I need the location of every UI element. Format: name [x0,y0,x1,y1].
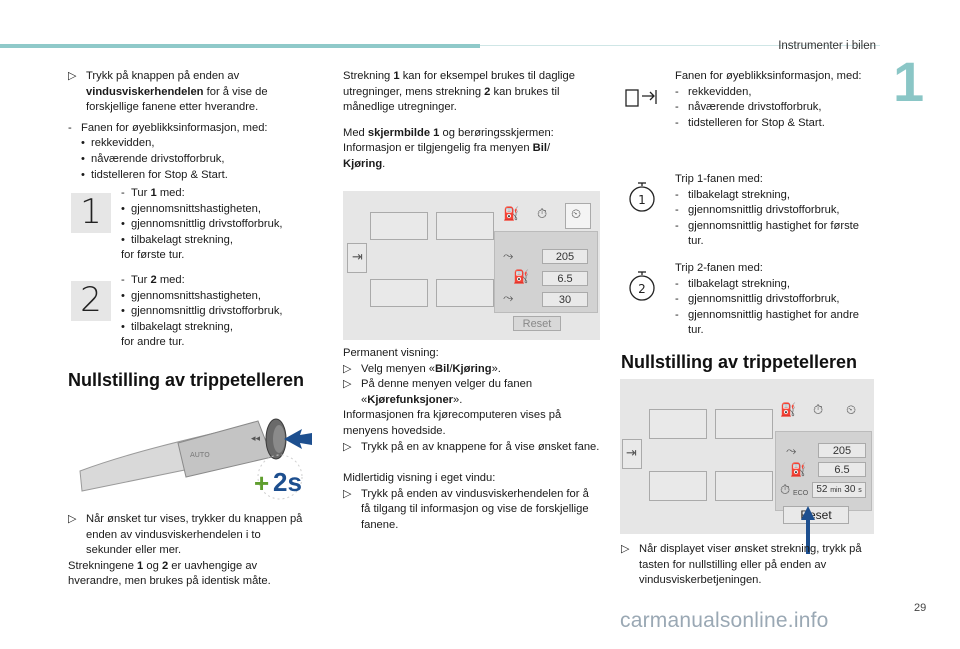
stop-start-icon: ⏱ [780,483,791,498]
trip2-tab-list: Trip 2-fanen med: -tilbakelagt strekning… [675,262,860,337]
stop-start-timer: 52 min 30 s [812,482,866,498]
screen-tile [436,279,494,307]
wiper-stalk-illustration: ◂◂ AUTO + 2s [68,403,320,503]
info-list: •rekkevidden, •nåværende drivstofforbruk… [81,137,228,181]
range-icon: ⤳ [786,444,797,459]
range-icon: ⤳ [503,249,514,264]
svg-text:2: 2 [638,282,646,296]
trip2-list: -Tur 2 med: •gjennomsnittshastigheten, •… [121,274,283,349]
exit-icon: ⇥ [626,446,637,461]
trip1-badge: 1 [71,193,111,233]
range-value: 205 [542,249,588,264]
section-heading: Nullstilling av trippetelleren [68,370,305,390]
fuel-icon: ⛽ [790,463,807,478]
bullet-icon: ▷ [68,513,77,525]
trip2-tab-icon: ⏲ [846,403,857,418]
trip1-tab-icon: ⏱ [537,207,548,222]
trip1-tab-list: Trip 1-fanen med: -tilbakelagt strekning… [675,173,860,248]
svg-text:1: 1 [638,193,646,207]
distance-value: 30 [542,292,588,307]
chapter-number: 1 [893,50,925,113]
eco-label: ECO [793,490,809,497]
reset-button[interactable]: Reset [783,506,849,524]
header-accent-bar [0,44,480,48]
duration-label: 2s [273,467,302,497]
dash-item: -Fanen for øyeblikksinformasjon, med: [68,121,268,134]
screen-tile [649,409,707,439]
svg-text:AUTO: AUTO [190,451,210,459]
watermark: carmanualsonline.info [620,609,829,632]
screen-tile [649,471,707,501]
col3-reset-text: ▷Når displayet viser ønsket strekning, t… [621,543,862,587]
fuel-icon: ⛽ [513,270,530,285]
car-icon: ⤳ [503,291,514,306]
col2-permanent: Permanent visning: ▷Velg menyen «Bil/Kjø… [343,347,600,531]
exit-icon: ⇥ [352,250,363,265]
screen-side-tab [622,439,642,469]
press-arrow-icon [284,429,312,449]
fuel-tab-icon: ⛽ [503,207,520,222]
trip2-tab-icon [565,203,591,229]
screen-tile [436,212,494,240]
screen-tile [715,471,773,501]
range-value: 205 [818,443,866,458]
section-heading: Nullstilling av trippetelleren [621,352,858,372]
screen-tile [370,212,428,240]
page-number: 29 [914,602,927,614]
trip1-icon: 1 [627,181,657,213]
consumption-value: 6.5 [542,271,588,286]
trip-computer-screen: ⇥ ⛽ ⏱ ⏲ ⤳ 205 ⛽ 6.5 ⤳ 30 Reset [343,191,600,340]
trip1-list: -Tur 1 med: •gjennomsnittshastigheten, •… [121,187,283,262]
screen-side-tab [347,243,367,273]
screen-tile [715,409,773,439]
instant-info-list: Fanen for øyeblikksinformasjon, med: -re… [675,70,862,129]
plus-icon: + [254,468,270,498]
trip1-tab-icon: ⏱ [813,403,824,418]
section-title: Instrumenter i bilen [778,40,876,52]
col2-intro: Strekning 1 kan for eksempel brukes til … [343,70,575,170]
col1-reset-text: ▷Når ønsket tur vises, trykker du knappe… [68,513,303,588]
reset-button[interactable]: Reset [513,316,561,331]
press-arrow-icon [801,506,815,554]
gauge-icon: ⏲ [571,207,582,222]
fuel-tab-icon: ⛽ [780,403,797,418]
bullet-icon: ▷ [68,70,77,82]
trip2-badge: 2 [71,281,111,321]
consumption-value: 6.5 [818,462,866,477]
header-rule [480,45,880,46]
trip-reset-screen: ⇥ ⛽ ⏱ ⏲ ⤳ 205 ⛽ 6.5 ⏱ ECO 52 min 30 s Re… [620,379,874,534]
trip2-icon: 2 [627,270,657,302]
screen-tile [370,279,428,307]
svg-text:◂◂: ◂◂ [251,434,261,444]
instant-info-icon [624,80,660,110]
